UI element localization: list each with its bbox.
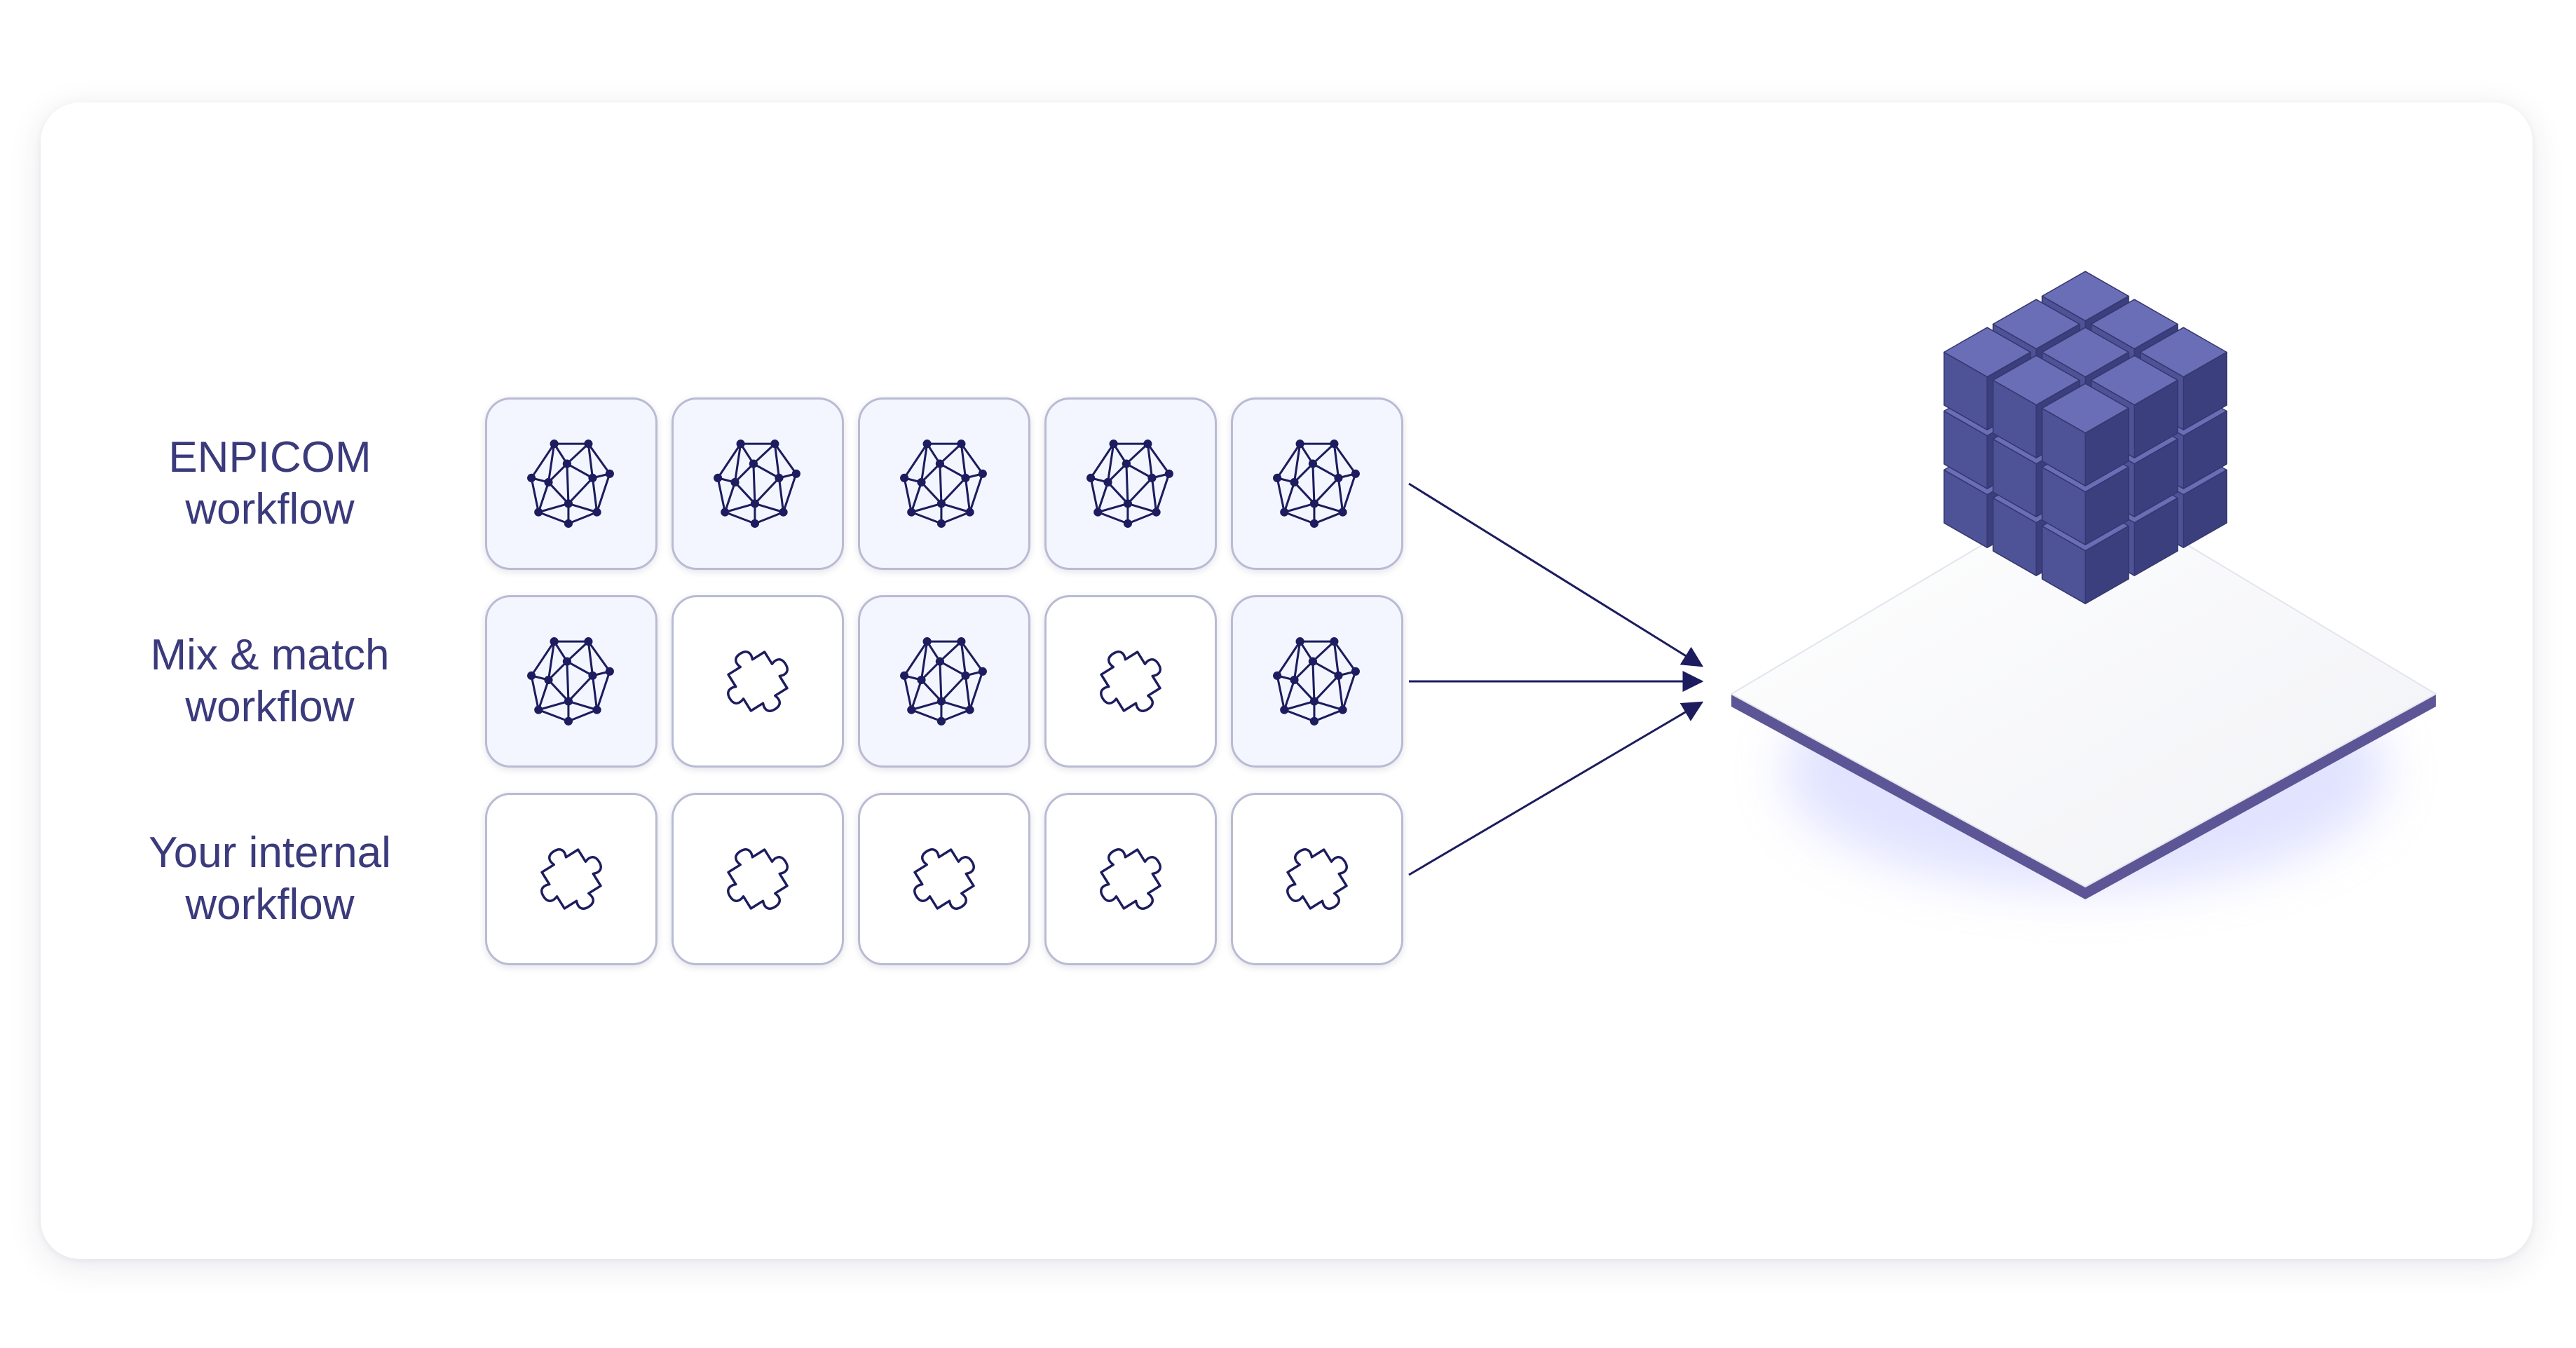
module-tile bbox=[485, 595, 657, 768]
module-tile bbox=[485, 397, 657, 570]
module-tile bbox=[485, 793, 657, 965]
module-tile bbox=[1044, 397, 1217, 570]
arrow-from-internal-workflow bbox=[1408, 701, 1704, 876]
module-tile bbox=[1231, 595, 1403, 768]
row-label-internal-workflow: Your internal workflow bbox=[149, 829, 391, 929]
cube-face bbox=[2090, 299, 2179, 350]
module-tile bbox=[672, 595, 844, 768]
cube-face bbox=[1992, 355, 2080, 406]
cube-face bbox=[2041, 271, 2129, 322]
arrow-from-enpicom-workflow bbox=[1408, 482, 1704, 667]
cube-face bbox=[1992, 299, 2080, 350]
module-tile bbox=[1044, 595, 1217, 768]
cube-face bbox=[1943, 327, 2031, 378]
module-tile bbox=[1231, 793, 1403, 965]
cube-face bbox=[2041, 327, 2129, 378]
module-tile bbox=[1044, 793, 1217, 965]
module-tile bbox=[858, 793, 1030, 965]
platform bbox=[1731, 483, 2437, 899]
module-tile bbox=[858, 595, 1030, 768]
data-cube-stack-icon bbox=[1943, 271, 2228, 604]
cube-face bbox=[2041, 383, 2129, 434]
cube-face bbox=[2090, 355, 2179, 406]
row-label-enpicom-workflow: ENPICOM workflow bbox=[168, 433, 372, 533]
row-label-mix-match-workflow: Mix & match workflow bbox=[150, 631, 390, 731]
module-tile bbox=[1231, 397, 1403, 570]
cube-face bbox=[2139, 327, 2228, 378]
module-tile bbox=[672, 397, 844, 570]
module-tile bbox=[858, 397, 1030, 570]
module-tile bbox=[672, 793, 844, 965]
